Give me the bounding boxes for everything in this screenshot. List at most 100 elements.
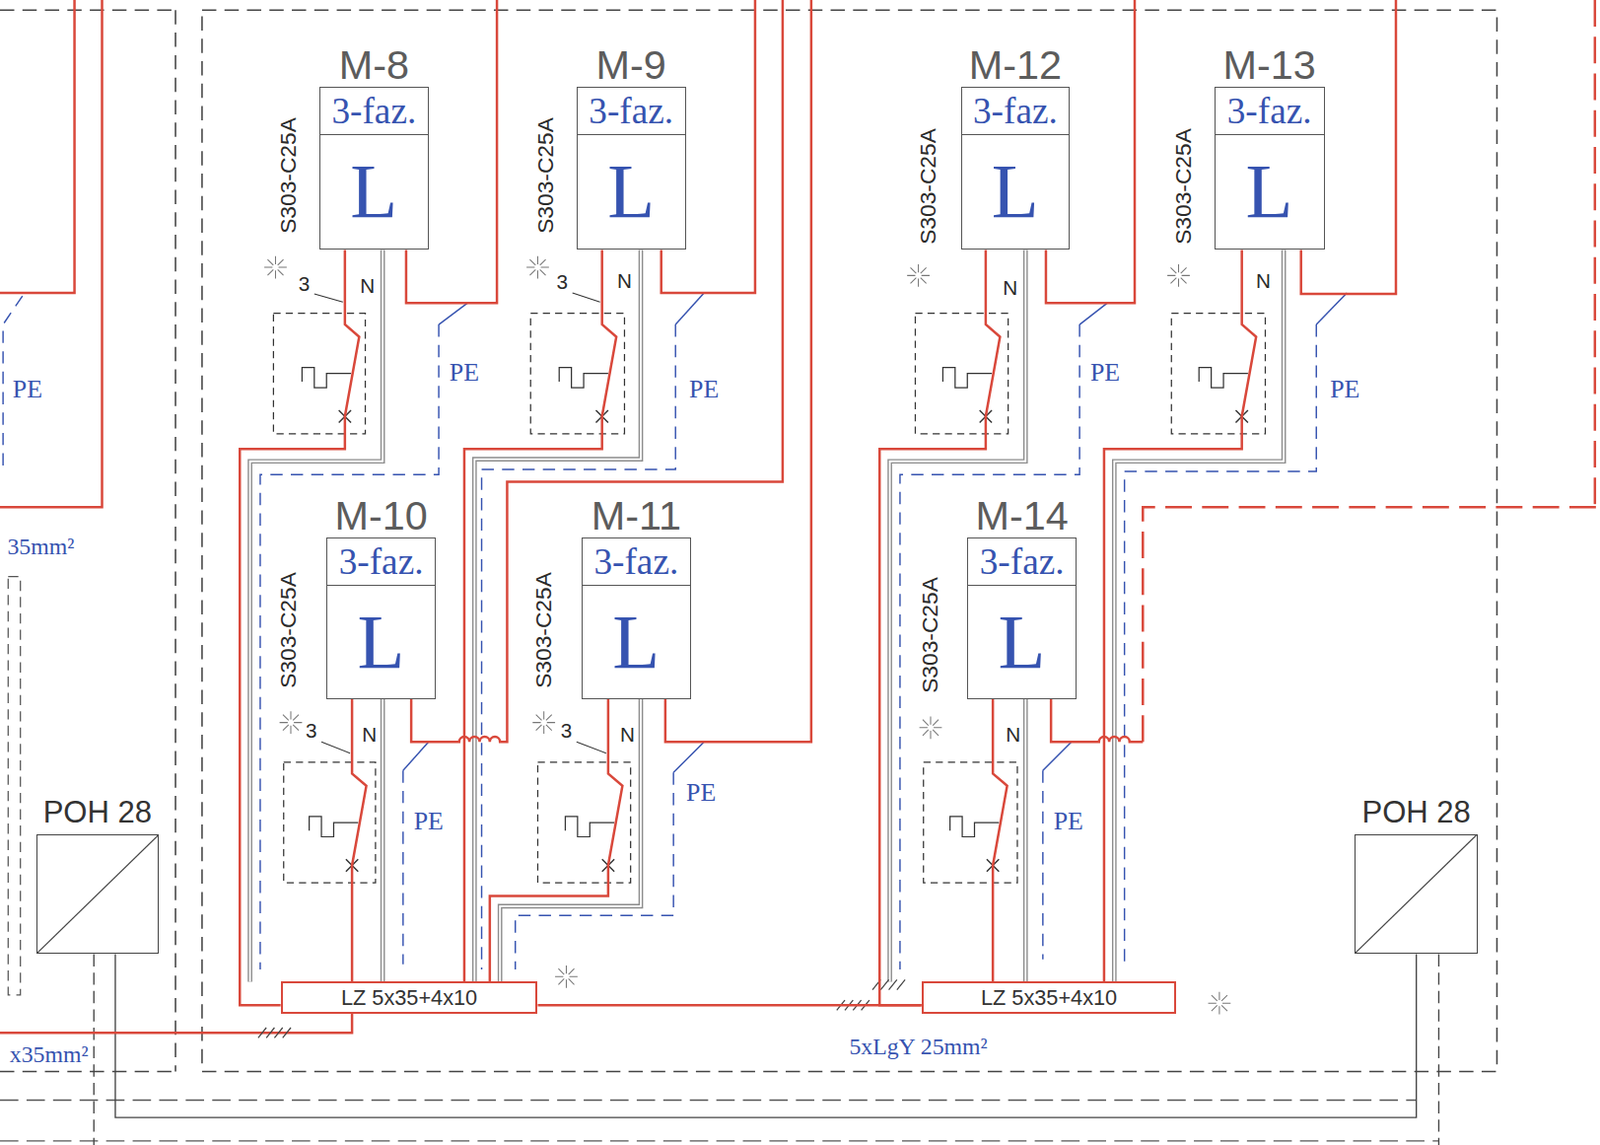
breaker-rating: S303-C25A [276,115,301,236]
control-wire [115,954,1417,1118]
pe-leader [1079,302,1108,325]
breaker-rating: S303-C25A [915,127,941,248]
cable-outline [7,576,20,995]
header-cell: 3-faz. [327,538,435,586]
motor-tag: M-9 [596,45,667,86]
pe-leader [673,741,704,772]
terminal-mark: N [357,274,377,297]
pe-leader [1316,292,1347,325]
header-cell: 3-faz. [962,87,1069,136]
cabinet-outline [202,9,1498,1071]
pe-wire [260,324,439,970]
cable-route [0,1099,1417,1101]
conductor-label: PE [412,807,446,835]
heading-row: M-13 [1214,43,1325,86]
star-symbol [919,715,943,739]
breaker-rating: S303-C25A [917,574,943,696]
leader-line [321,741,350,753]
motor-box: M-113-faz.L [581,494,692,699]
phase-wire [411,0,783,742]
pe-leader [675,292,704,325]
terminal-strip: LZ 5x35+4x10 [921,980,1178,1013]
supply-type: 3-faz. [588,92,674,130]
motor-box: M-12 3-faz. L [961,43,1070,250]
phase-wire [1142,506,1600,742]
supply-type: 3-faz. [973,92,1058,130]
terminal-mark: N [359,723,379,747]
conductor-label: PE [1088,357,1122,386]
heading-row: M-12 [961,43,1070,86]
heading-row: M-10 [326,494,436,538]
motor-tag: M-8 [339,45,410,86]
breaker-handle [950,816,1000,837]
load-letter: L [357,603,406,682]
converter-box: POH 28 [1354,788,1477,955]
motor-tag: M-12 [969,45,1062,86]
heading-row: POH 28 [1334,788,1497,835]
box-frame: 3-faz. L [1214,86,1325,251]
converter-symbol [1355,834,1476,953]
neutral-wire [499,698,641,982]
pe-wire [482,324,677,970]
header-cell: 3-faz. [577,87,686,136]
header-cell: 3-faz. [1215,87,1324,136]
cable-hatch [258,1027,291,1038]
load-letter: L [349,152,398,231]
phase-wire [0,0,75,293]
star-symbol [1208,991,1232,1015]
star-symbol [279,710,303,734]
motor-tag: M-10 [334,495,427,537]
converter-diagonal [37,834,158,953]
motor-tag: M-13 [1222,45,1316,86]
terminal-strip: LZ 5x35+4x10 [280,980,539,1013]
cabinet-outline [0,1070,176,1073]
cable-size: x35mm² [7,1041,91,1067]
neutral-wire [1023,698,1029,982]
leader-line [576,741,607,753]
converter-symbol [37,834,158,953]
cable-route [0,1139,1439,1141]
letter-cell: L [962,135,1069,250]
converter-tag: POH 28 [43,796,152,828]
terminal-mark: 3 [303,719,320,743]
terminal-mark: N [1000,276,1020,299]
control-wire [1438,954,1440,1145]
phase-wire [0,0,103,507]
box-frame: 3-faz. L [961,86,1070,251]
leader-line [572,292,601,302]
neutral-wire [381,698,384,982]
load-letter: L [612,603,660,682]
load-letter: L [998,603,1046,682]
load-letter: L [1246,152,1294,231]
pe-leader [438,302,468,325]
box-frame: 3-faz.L [319,86,429,251]
star-symbol [555,965,578,988]
box-frame [1354,834,1477,954]
star-symbol [1167,264,1190,287]
box-frame [36,834,159,954]
breaker-rating: S303-C25A [531,570,557,692]
breaker-handle [558,367,609,389]
converter-box: POH 28 [36,788,159,955]
cabinet-outline [174,9,177,1071]
phase-wire [1594,0,1597,507]
terminal-mark: N [618,723,637,747]
heading-row: M-14 [967,494,1077,538]
supply-type: 3-faz. [339,543,424,580]
box-frame: 3-faz. L [326,537,436,698]
neutral-wire [380,698,386,982]
breaker-handle [309,816,359,837]
letter-cell: L [968,585,1076,698]
breaker-handle [564,816,615,837]
cable-spec: 5xLgY 25mm² [846,1033,989,1059]
motor-box: M-133-faz. L [1214,43,1325,250]
heading-row: M-8 [319,43,429,86]
phase-wire [1050,698,1143,742]
motor-box: M-93-faz.L [576,43,687,250]
pe-wire [515,771,674,970]
terminal-mark: 3 [555,270,571,293]
